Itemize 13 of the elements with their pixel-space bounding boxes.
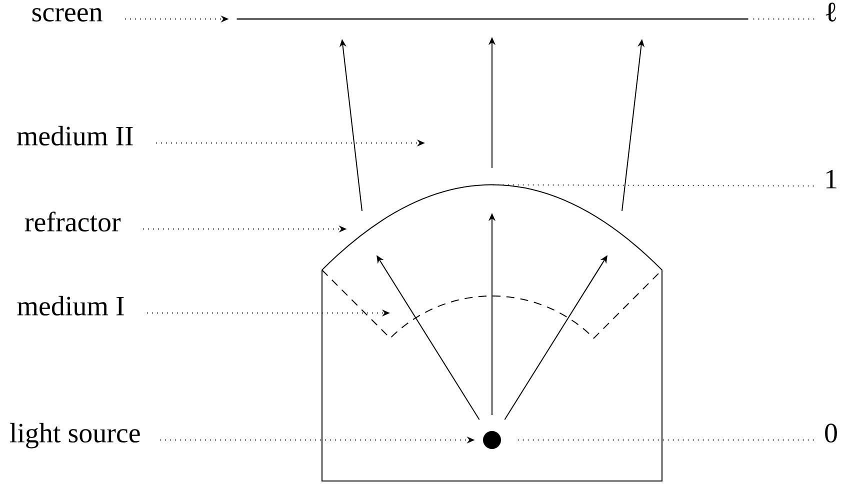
leader-line [492,184,814,186]
refractor-curve [321,184,663,271]
part-label: refractor [25,212,121,232]
part-label: medium I [17,296,124,316]
screen-line [236,18,748,20]
source-dot [483,431,501,449]
part-label: medium II [16,126,133,146]
level-label: 1 [826,170,836,188]
level-label: 0 [825,424,837,443]
level-label: ℓ [826,2,836,22]
leader-line [750,18,815,20]
part-label: light source [10,422,140,448]
part-label: screen [32,8,102,22]
